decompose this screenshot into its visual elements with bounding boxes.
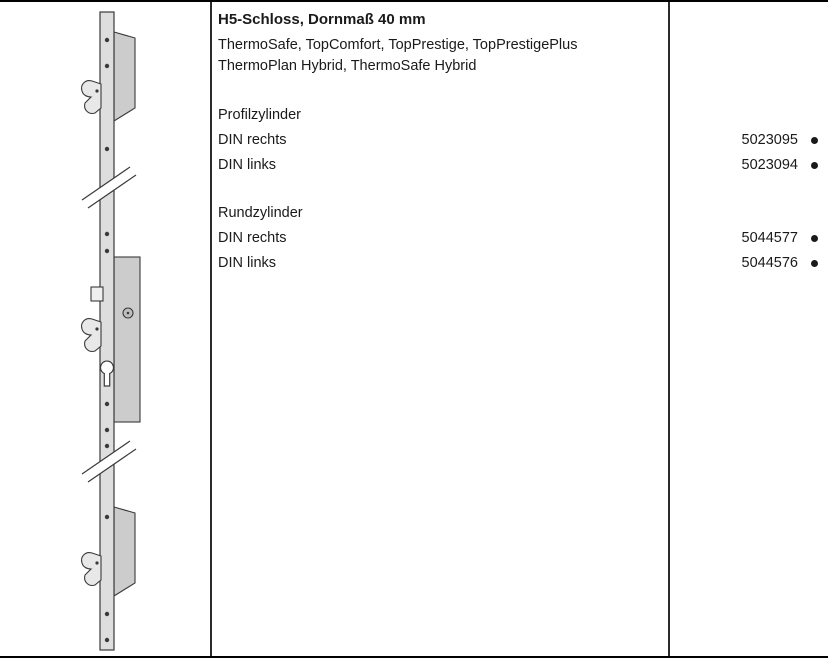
variant-label: DIN links: [218, 157, 277, 173]
column-divider-left: [210, 2, 212, 656]
section-heading-profilzylinder: Profilzylinder: [218, 107, 301, 123]
compatible-models-line-2: ThermoPlan Hybrid, ThermoSafe Hybrid: [218, 58, 477, 74]
page-title: H5-Schloss, Dornmaß 40 mm: [218, 11, 426, 28]
availability-dot-icon: [811, 137, 818, 144]
availability-dot-icon: [811, 235, 818, 242]
variant-label: DIN links: [218, 255, 277, 271]
article-number: 5023095: [741, 132, 798, 148]
availability-dot-icon: [811, 260, 818, 267]
availability-dot-icon: [811, 162, 818, 169]
section-heading-rundzylinder: Rundzylinder: [218, 205, 303, 221]
illustration-column: [0, 2, 210, 656]
variant-label: DIN rechts: [218, 132, 287, 148]
article-number: 5044577: [741, 230, 798, 246]
article-number: 5023094: [741, 157, 798, 173]
compatible-models-line-1: ThermoSafe, TopComfort, TopPrestige, Top…: [218, 37, 578, 53]
article-number: 5044576: [741, 255, 798, 271]
variant-label: DIN rechts: [218, 230, 287, 246]
column-divider-right: [668, 2, 670, 656]
h5-lock-illustration: [81, 11, 141, 651]
